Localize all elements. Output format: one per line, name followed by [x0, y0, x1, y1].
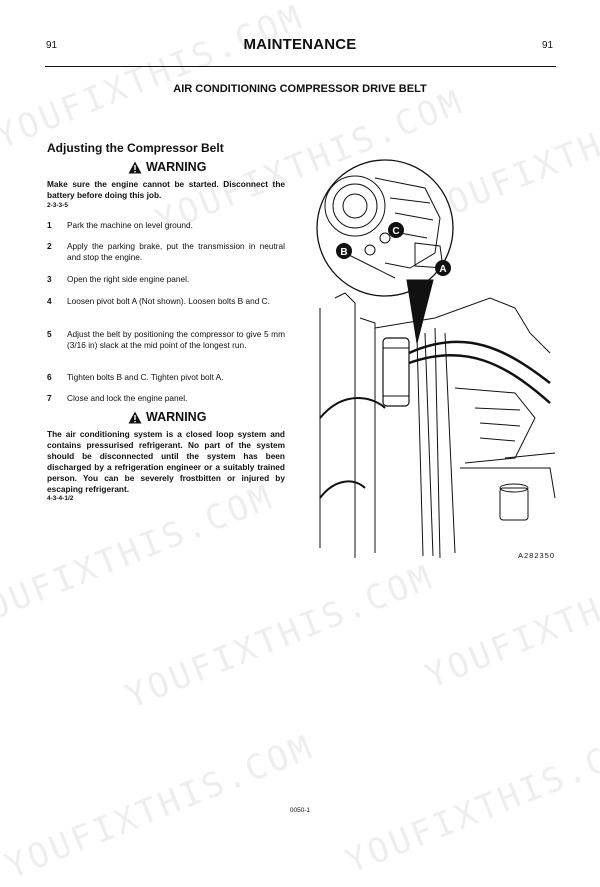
step-number: 6	[47, 372, 52, 382]
page-title: MAINTENANCE	[243, 36, 357, 53]
watermark: YOUFIXTHIS.COM	[0, 0, 310, 158]
list-item: 7 Close and lock the engine panel.	[47, 393, 285, 404]
svg-text:A: A	[439, 264, 446, 275]
step-text: Park the machine on level ground.	[67, 220, 193, 230]
warning-code: 4-3-4-1/2	[47, 495, 74, 502]
step-number: 4	[47, 296, 52, 306]
list-item: 6 Tighten bolts B and C. Tighten pivot b…	[47, 372, 285, 383]
list-item: 4 Loosen pivot bolt A (Not shown). Loose…	[47, 296, 285, 307]
section-title: AIR CONDITIONING COMPRESSOR DRIVE BELT	[173, 83, 427, 95]
step-number: 2	[47, 241, 52, 251]
warning-label: WARNING	[146, 160, 207, 174]
step-number: 7	[47, 393, 52, 403]
footer-code: 0050-1	[289, 807, 311, 814]
step-text: Apply the parking brake, put the transmi…	[67, 241, 285, 262]
page-number-left: 91	[46, 40, 58, 51]
warning-text: The air conditioning system is a closed …	[47, 429, 285, 494]
warning-code: 2-3-3-5	[47, 202, 68, 209]
subsection-title: Adjusting the Compressor Belt	[47, 141, 224, 155]
watermark: YOUFIXTHIS.COM	[0, 476, 280, 638]
watermark: YOUFIXTHIS.COM	[340, 721, 600, 883]
warning-heading: WARNING	[128, 160, 206, 174]
step-text: Adjust the belt by positioning the compr…	[67, 329, 285, 350]
figure-id: A282350	[518, 551, 556, 560]
list-item: 5 Adjust the belt by positioning the com…	[47, 329, 285, 351]
step-number: 5	[47, 329, 52, 339]
callout-badge: B	[336, 243, 352, 259]
callout-badge: C	[388, 222, 404, 238]
warning-heading: WARNING	[128, 410, 206, 424]
svg-text:B: B	[340, 247, 347, 258]
step-text: Close and lock the engine panel.	[67, 393, 188, 403]
step-text: Loosen pivot bolt A (Not shown). Loosen …	[67, 296, 270, 306]
compressor-illustration: C B A	[316, 159, 556, 559]
step-text: Open the right side engine panel.	[67, 274, 190, 284]
warning-label: WARNING	[146, 410, 207, 424]
step-text: Tighten bolts B and C. Tighten pivot bol…	[67, 372, 224, 382]
list-item: 1 Park the machine on level ground.	[47, 220, 285, 231]
page-number-right: 91	[542, 40, 554, 51]
watermark: YOUFIXTHIS.COM	[120, 556, 440, 718]
list-item: 3 Open the right side engine panel.	[47, 274, 285, 285]
step-number: 1	[47, 220, 52, 230]
svg-text:C: C	[392, 226, 399, 237]
step-number: 3	[47, 274, 52, 284]
warning-triangle-icon	[128, 161, 142, 173]
header-rule	[45, 66, 556, 67]
warning-text: Make sure the engine cannot be started. …	[47, 179, 285, 200]
list-item: 2 Apply the parking brake, put the trans…	[47, 241, 285, 263]
warning-triangle-icon	[128, 411, 142, 423]
callout-badge: A	[435, 260, 451, 276]
